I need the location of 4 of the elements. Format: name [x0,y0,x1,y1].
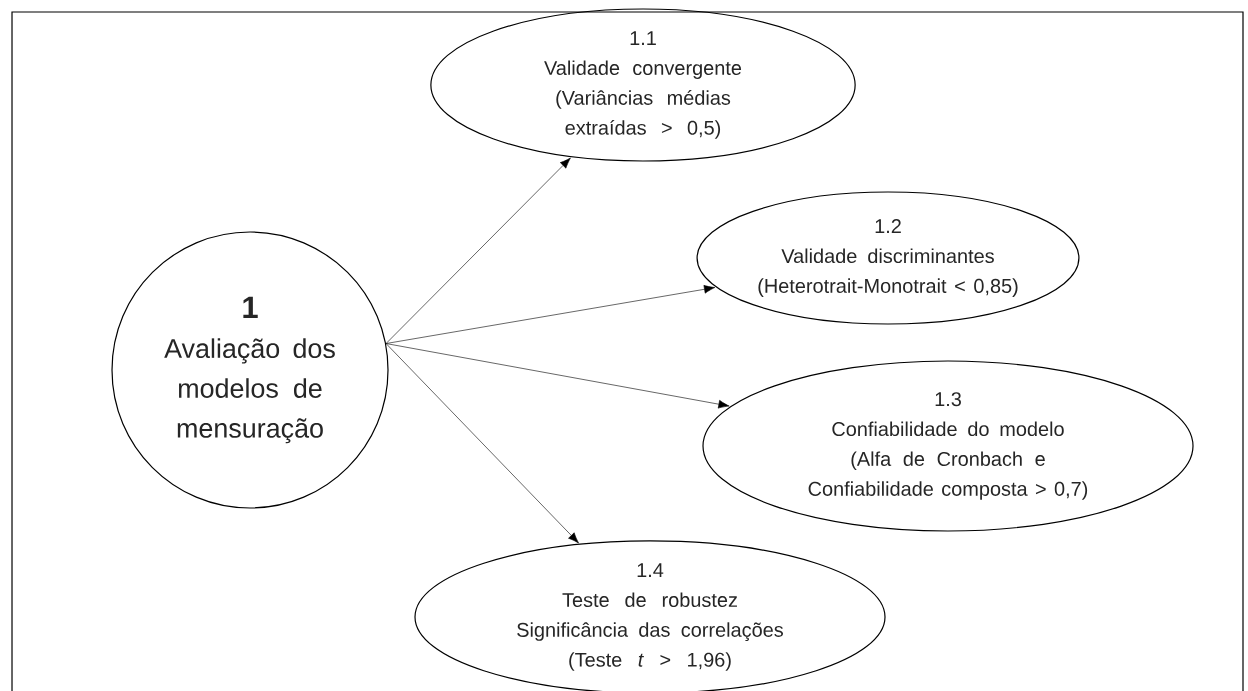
arrow [385,343,579,544]
arrow [385,285,716,344]
arrow [385,343,730,409]
arrow [385,157,571,344]
